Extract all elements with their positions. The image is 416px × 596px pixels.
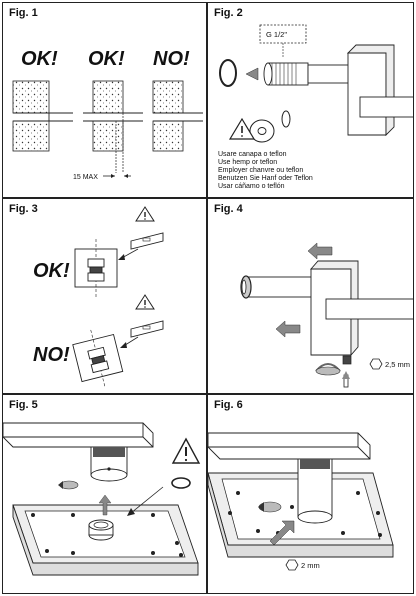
figure-4-label: Fig. 4 <box>214 203 243 215</box>
grub-screw <box>342 355 352 365</box>
fig1-wall-no <box>152 80 203 152</box>
warning-icon <box>135 294 155 310</box>
rotate-arrow-icon <box>315 363 341 376</box>
fig2-instruction-3: Employer chanvre ou teflon <box>218 167 303 174</box>
spout-bar <box>3 422 154 448</box>
washer <box>219 59 237 87</box>
figure-1-panel: Fig. 1 OK! OK! NO! <box>2 2 207 198</box>
fig2-instruction-1: Usare canapa o teflon <box>218 151 287 158</box>
figure-2-panel: Fig. 2 G 1/2" <box>207 2 414 198</box>
figure-1-drawing: OK! OK! NO! <box>12 48 203 181</box>
o-ring <box>171 477 191 489</box>
spout-body <box>240 260 413 357</box>
fig6-hex-size: 2 mm <box>301 561 320 570</box>
fig1-wall-ok-2 <box>83 80 143 173</box>
fig2-thread-label: G 1/2" <box>266 30 287 39</box>
arrow-left-icon <box>307 242 333 260</box>
figure-3-panel: Fig. 3 OK! NO! <box>2 198 207 394</box>
hex-icon <box>285 559 299 571</box>
spout-collar <box>90 446 128 482</box>
wall-connector <box>88 519 114 541</box>
fig2-instruction-4: Benutzen Sie Hanf oder Teflon <box>218 175 313 182</box>
warning-icon <box>171 437 201 464</box>
fig2-instruction-5: Usar cáñamo o teflón <box>218 183 285 190</box>
fig3-no-label: NO! <box>33 344 70 366</box>
figure-3-label: Fig. 3 <box>9 203 38 215</box>
warning-icon <box>228 117 256 140</box>
allen-key <box>342 371 350 388</box>
fig4-hex-size: 2,5 mm <box>385 360 410 369</box>
spirit-level <box>130 232 164 250</box>
figure-2-drawing: G 1/2" <box>218 24 413 190</box>
figure-4-drawing: 2,5 mm <box>240 242 413 388</box>
threaded-pipe <box>263 62 309 86</box>
arrow-up-icon <box>269 520 295 546</box>
figure-3-drawing: OK! NO! <box>33 206 164 389</box>
arrow-left-icon <box>245 67 259 81</box>
hex-icon <box>369 358 383 370</box>
spirit-level <box>130 320 164 338</box>
rotate-arrow-icon <box>58 480 79 490</box>
arrow-left-icon <box>275 320 301 338</box>
figure-5-panel: Fig. 5 <box>2 394 207 594</box>
fig1-wall-ok-1 <box>12 80 73 152</box>
figure-4-panel: Fig. 4 2,5 mm <box>207 198 414 394</box>
figure-6-label: Fig. 6 <box>214 399 243 411</box>
fig1-ok-label-1: OK! <box>21 48 58 70</box>
spout-bar <box>208 432 371 460</box>
fig1-dimension-label: 15 MAX <box>73 174 98 181</box>
fig3-ok-label: OK! <box>33 260 70 282</box>
aligned-plate <box>74 239 118 299</box>
fig2-instruction-2: Use hemp or teflon <box>218 159 277 166</box>
spout-body <box>307 44 413 137</box>
teflon-tape-roll <box>249 110 291 143</box>
fig1-ok-label-2: OK! <box>88 48 125 70</box>
arrow-up-icon <box>98 494 112 516</box>
figure-6-panel: Fig. 6 <box>207 394 414 594</box>
rotate-arrow-icon <box>258 501 282 513</box>
tilted-plate <box>72 329 124 389</box>
fig1-no-label: NO! <box>153 48 190 70</box>
figure-1-label: Fig. 1 <box>9 7 38 19</box>
figure-5-drawing <box>3 422 201 576</box>
warning-icon <box>135 206 155 222</box>
figure-5-label: Fig. 5 <box>9 399 38 411</box>
figure-6-drawing: 2 mm <box>208 432 394 571</box>
figure-2-label: Fig. 2 <box>214 7 243 19</box>
spout-collar <box>290 458 333 524</box>
